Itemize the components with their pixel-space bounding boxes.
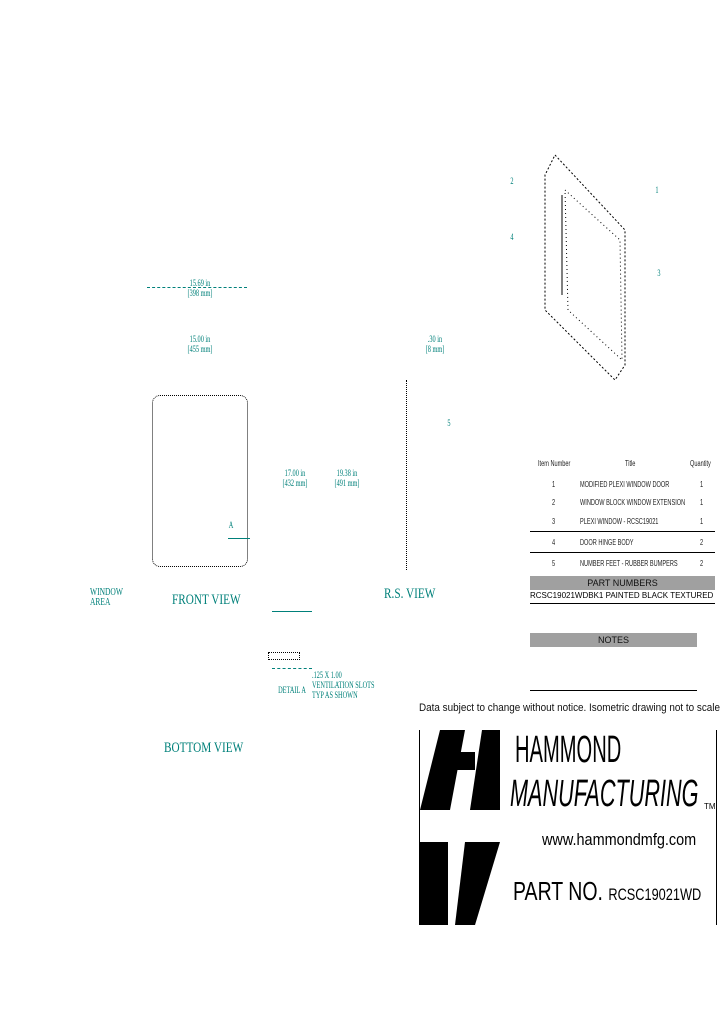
detail-top-line [272, 611, 312, 612]
isometric-view [544, 154, 626, 381]
balloon-5: 5 [447, 418, 451, 428]
notes-divider [530, 690, 697, 691]
vent-slots [268, 652, 300, 660]
detail-a-label: DETAIL A [278, 685, 306, 695]
dim-overall-width: 15.69 in[398 mm] [187, 278, 213, 298]
dim-depth: .30 in[8 mm] [425, 334, 445, 354]
divider [530, 603, 715, 604]
part-numbers-header: PART NUMBERS [530, 576, 715, 590]
hammond-logo [420, 730, 500, 925]
balloon-3: 3 [657, 268, 661, 278]
dim-window-width: 15.00 in[455 mm] [187, 334, 213, 354]
front-view-label: FRONT VIEW [172, 592, 241, 608]
detail-bottom-line [272, 668, 312, 669]
part-no: PART NO. RCSC19021WD [513, 876, 702, 906]
balloon-2: 2 [510, 176, 514, 186]
notes-header: NOTES [530, 633, 697, 647]
rs-view-label: R.S. VIEW [384, 586, 436, 602]
part-number-value: RCSC19021WDBK1 PAINTED BLACK TEXTURED [530, 591, 714, 600]
company-name-line2: MANUFACTURING [510, 773, 699, 815]
detail-marker: A [228, 520, 234, 530]
dim-line [147, 287, 247, 288]
trademark: TM [704, 802, 716, 811]
balloon-4: 4 [510, 232, 514, 242]
title-block: HAMMOND MANUFACTURING TM www.hammondmfg.… [419, 730, 717, 925]
bottom-view-label: BOTTOM VIEW [164, 740, 244, 756]
front-view-outline [152, 395, 248, 567]
dim-overall-height: 19.38 in[491 mm] [334, 468, 360, 488]
window-area-label: WINDOW AREA [90, 587, 123, 608]
dim-window-height: 17.00 in[432 mm] [282, 468, 308, 488]
disclaimer: Data subject to change without notice. I… [419, 702, 720, 714]
rs-view-outline [406, 380, 407, 570]
balloon-1: 1 [655, 185, 659, 195]
detail-a-line [228, 538, 250, 539]
company-name: HAMMOND [515, 729, 622, 771]
website-link[interactable]: www.hammondmfg.com [542, 830, 697, 849]
